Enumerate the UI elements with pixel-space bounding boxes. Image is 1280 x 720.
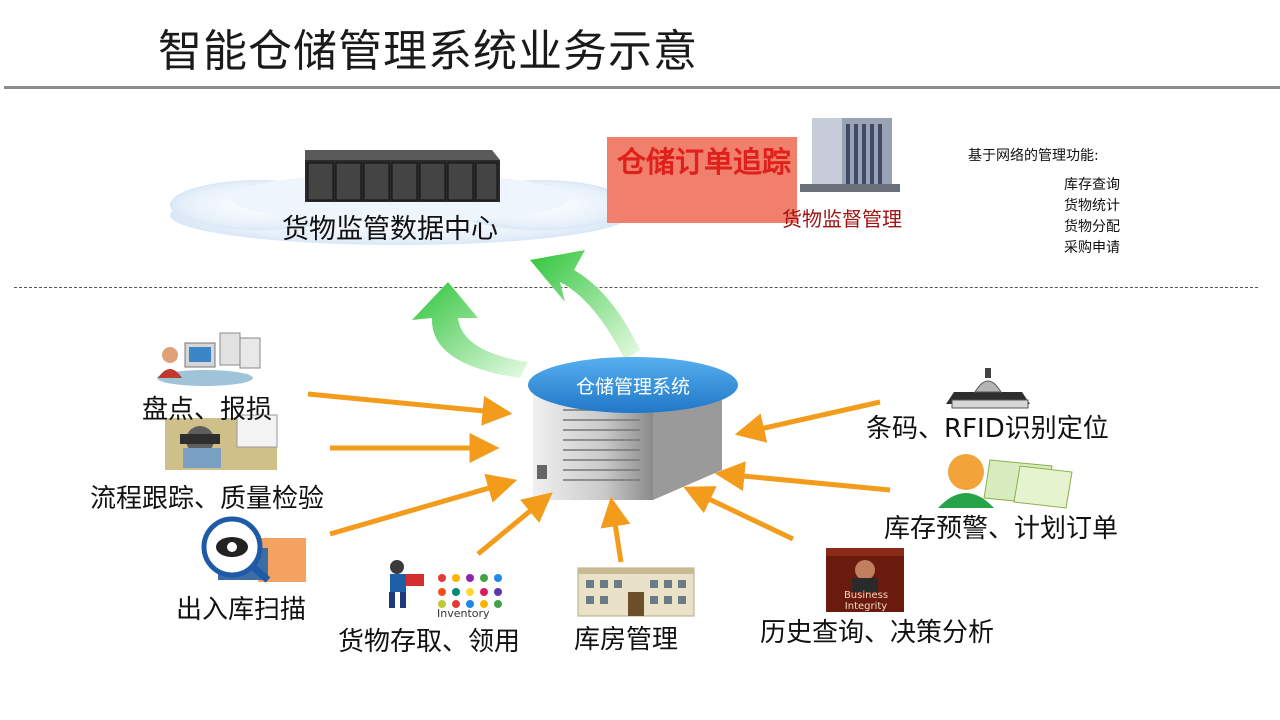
web-function-item: 货物统计	[1064, 198, 1120, 214]
section-divider	[14, 287, 1258, 288]
network-computers-icon	[157, 332, 261, 386]
inventory-person-icon	[389, 560, 502, 608]
arrow-in-out-scan	[329, 473, 518, 537]
green-arrow-left	[412, 282, 528, 378]
page-title: 智能仓储管理系统业务示意	[158, 26, 698, 77]
module-history-analysis: 历史查询、决策分析	[760, 618, 995, 648]
magnifier-scan-icon	[201, 516, 306, 583]
title-divider	[4, 86, 1280, 89]
module-in-out-scan: 出入库扫描	[176, 595, 307, 625]
green-arrow-right	[530, 250, 640, 360]
person-documents-icon	[938, 454, 1073, 509]
arrow-stock-alert	[714, 461, 891, 493]
server-rack-icon	[305, 150, 500, 202]
web-functions-heading: 基于网络的管理功能:	[968, 148, 1099, 164]
arrow-goods-access	[476, 492, 553, 556]
warehouse-system-server	[528, 357, 738, 500]
module-stock-alert: 库存预警、计划订单	[884, 514, 1119, 544]
office-building-icon	[800, 118, 900, 192]
data-center-label: 货物监管数据中心	[282, 214, 498, 245]
inventory-icon-text: Inventory	[437, 607, 490, 620]
warehouse-building-icon	[577, 567, 695, 617]
module-inventory-count: 盘点、报损	[142, 395, 273, 425]
business-integrity-text: Business Integrity	[843, 590, 889, 612]
arrow-history-analysis	[683, 486, 795, 542]
module-process-quality: 流程跟踪、质量检验	[90, 484, 325, 514]
warehouse-system-label: 仓储管理系统	[575, 376, 690, 398]
arrow-warehouse-mgmt	[600, 496, 631, 563]
module-barcode-rfid: 条码、RFID识别定位	[866, 414, 1109, 444]
module-warehouse-mgmt: 库房管理	[574, 625, 679, 655]
goods-supervision-label: 货物监督管理	[782, 207, 902, 231]
barcode-scanner-icon	[946, 368, 1030, 409]
order-tracking-box: 仓储订单追踪	[607, 137, 797, 223]
web-function-item: 采购申请	[1064, 240, 1120, 256]
arrow-inventory-count	[307, 391, 513, 426]
web-function-item: 库存查询	[1064, 177, 1120, 193]
business-integrity-icon	[826, 548, 904, 612]
quality-inspection-icon	[165, 414, 278, 470]
module-goods-access: 货物存取、领用	[338, 627, 521, 657]
web-function-item: 货物分配	[1064, 219, 1120, 235]
arrow-barcode-rfid	[734, 399, 881, 443]
